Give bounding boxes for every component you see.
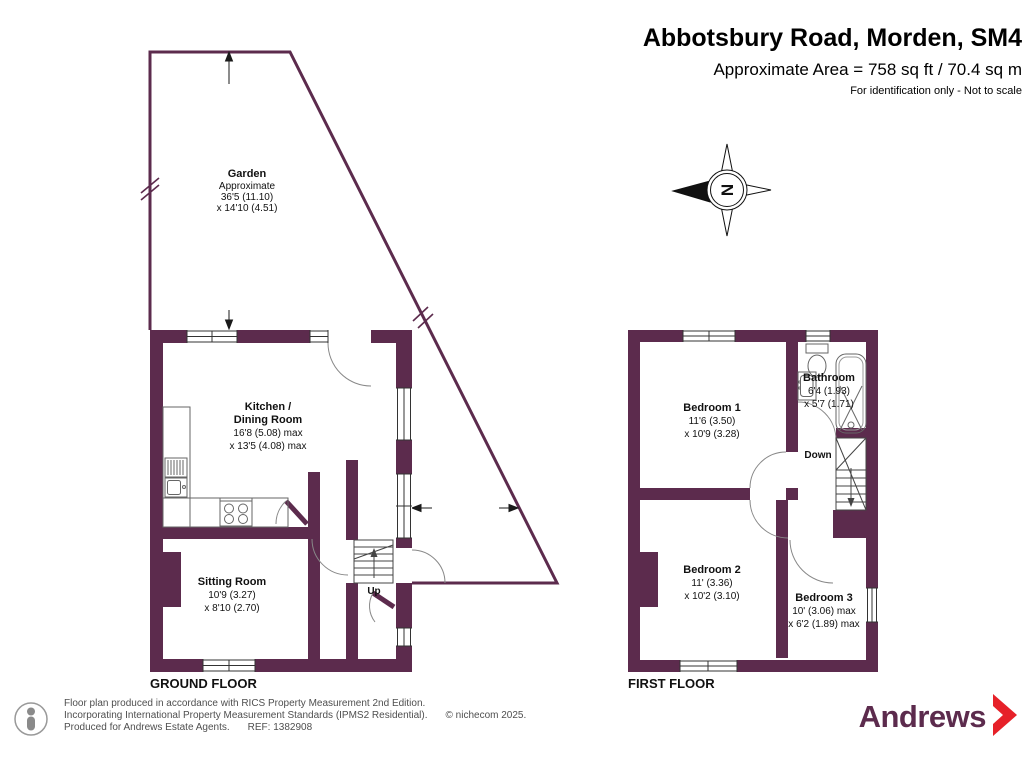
page-title: Abbotsbury Road, Morden, SM4 — [642, 24, 1022, 52]
svg-text:x 10'2 (3.10): x 10'2 (3.10) — [684, 591, 739, 602]
boundary-break-left — [140, 177, 160, 201]
svg-text:Kitchen /: Kitchen / — [245, 401, 291, 413]
bedroom1-window-top — [682, 330, 736, 342]
bedroom1-door-arc — [749, 451, 787, 489]
andrews-logo: Andrews — [859, 694, 1020, 740]
garden-label: Garden Approximate 36'5 (11.10) x 14'10 … — [217, 168, 278, 214]
sink-icon — [164, 477, 188, 498]
bathroom-door-arc — [797, 401, 837, 441]
chimney-breast-gf — [163, 552, 181, 607]
chimney-breast-ff — [640, 552, 658, 607]
svg-text:Bedroom 3: Bedroom 3 — [795, 592, 852, 604]
front-door-arc — [369, 592, 376, 623]
identification-note: For identification only - Not to scale — [850, 85, 1022, 97]
hall-window-right — [396, 473, 412, 539]
side-door-arc — [411, 549, 446, 584]
toilet-icon — [805, 343, 829, 378]
footer-line1: Floor plan produced in accordance with R… — [64, 698, 426, 709]
porch-window-right — [396, 627, 412, 647]
bedroom1-label: Bedroom 1 11'6 (3.50) x 10'9 (3.28) — [683, 402, 740, 440]
down-label: Down — [804, 450, 831, 461]
svg-text:x 10'9 (3.28): x 10'9 (3.28) — [684, 429, 739, 440]
compass-north-pointer — [671, 180, 711, 203]
basin-icon — [797, 371, 817, 401]
svg-text:Dining Room: Dining Room — [234, 414, 303, 426]
ground-floor-label: GROUND FLOOR — [150, 676, 257, 691]
andrews-logo-text: Andrews — [858, 699, 987, 734]
svg-text:x 14'10 (4.51): x 14'10 (4.51) — [217, 203, 278, 214]
svg-text:x 6'2 (1.89) max: x 6'2 (1.89) max — [788, 619, 859, 630]
footer-line3: Produced for Andrews Estate Agents. — [64, 722, 230, 733]
sitting-window-bottom — [202, 659, 256, 672]
svg-text:16'8 (5.08) max: 16'8 (5.08) max — [233, 428, 302, 439]
svg-text:10'9 (3.27): 10'9 (3.27) — [208, 590, 256, 601]
bathroom-label: Bathroom 6'4 (1.93) x 5'7 (1.71) — [803, 372, 855, 410]
svg-text:6'4 (1.93): 6'4 (1.93) — [808, 386, 850, 397]
back-door-arc — [327, 342, 372, 387]
footer-copyright: © nichecom 2025. — [445, 710, 527, 721]
appliance-icon — [164, 457, 188, 478]
person-icon — [14, 702, 48, 736]
footer-line2: Incorporating International Property Mea… — [64, 710, 428, 721]
ground-floor-walls — [150, 330, 412, 672]
bath-icon — [835, 353, 867, 434]
svg-text:Bedroom 2: Bedroom 2 — [683, 564, 740, 576]
up-label: Up — [367, 586, 380, 597]
bedroom3-label: Bedroom 3 10' (3.06) max x 6'2 (1.89) ma… — [788, 592, 859, 630]
dining-window-right — [396, 387, 412, 441]
garden-measure-arrows — [224, 50, 520, 513]
hob-icon — [219, 500, 253, 527]
kitchen-door-arc — [275, 500, 287, 525]
bedroom3-door-arc — [789, 539, 834, 584]
front-door-leaf — [371, 590, 396, 610]
svg-text:Approximate: Approximate — [219, 181, 276, 192]
kitchen-label: Kitchen / Dining Room 16'8 (5.08) max x … — [230, 401, 307, 452]
approximate-area: Approximate Area = 758 sq ft / 70.4 sq m — [713, 60, 1022, 79]
footer-ref: REF: 1382908 — [247, 722, 313, 733]
ground-floor-doors — [275, 342, 396, 623]
svg-text:x 13'5 (4.08) max: x 13'5 (4.08) max — [230, 441, 307, 452]
first-floor-doors — [749, 401, 837, 584]
svg-text:Garden: Garden — [228, 168, 267, 180]
boundary-break-diagonal — [412, 306, 434, 329]
side-door-opening — [396, 548, 412, 583]
compass: N — [671, 143, 772, 237]
svg-text:11' (3.36): 11' (3.36) — [691, 578, 732, 589]
svg-text:11'6 (3.50): 11'6 (3.50) — [689, 416, 736, 427]
svg-text:x 5'7 (1.71): x 5'7 (1.71) — [804, 399, 854, 410]
compass-letter: N — [718, 184, 737, 196]
bathroom-fixtures — [797, 343, 867, 434]
bedroom3-window-right — [866, 587, 878, 623]
first-floor-label: FIRST FLOOR — [628, 676, 715, 691]
up-arrow-icon — [370, 548, 378, 557]
kitchen-window-top — [186, 330, 238, 343]
down-arrow-icon — [847, 498, 855, 507]
header: Abbotsbury Road, Morden, SM4 Approximate… — [643, 24, 1022, 97]
kitchen-fixtures — [162, 406, 289, 528]
andrews-chevron-icon — [993, 694, 1017, 736]
kitchen-door-leaf — [284, 499, 309, 526]
bedroom2-window-bottom — [679, 660, 738, 672]
first-floor-walls — [628, 330, 878, 672]
svg-text:10' (3.06) max: 10' (3.06) max — [792, 606, 856, 617]
stairs-down — [835, 437, 867, 511]
footer: Floor plan produced in accordance with R… — [10, 698, 526, 742]
svg-text:36'5 (11.10): 36'5 (11.10) — [221, 192, 273, 203]
bedroom2-label: Bedroom 2 11' (3.36) x 10'2 (3.10) — [683, 564, 740, 602]
sitting-door-arc — [311, 538, 349, 576]
sitting-room-label: Sitting Room 10'9 (3.27) x 8'10 (2.70) — [198, 576, 267, 614]
bathroom-window-top — [805, 330, 831, 342]
svg-text:x 8'10 (2.70): x 8'10 (2.70) — [204, 603, 259, 614]
svg-text:Sitting Room: Sitting Room — [198, 576, 267, 588]
stairs-up — [353, 539, 394, 584]
garden-outline — [140, 50, 560, 585]
ground-floor-openings — [186, 330, 412, 672]
bedroom2-door-arc — [749, 499, 789, 539]
kitchen-window-top-small — [309, 330, 329, 343]
svg-text:Bedroom 1: Bedroom 1 — [683, 402, 740, 414]
svg-text:Bathroom: Bathroom — [803, 372, 855, 384]
first-floor-openings — [679, 330, 878, 672]
